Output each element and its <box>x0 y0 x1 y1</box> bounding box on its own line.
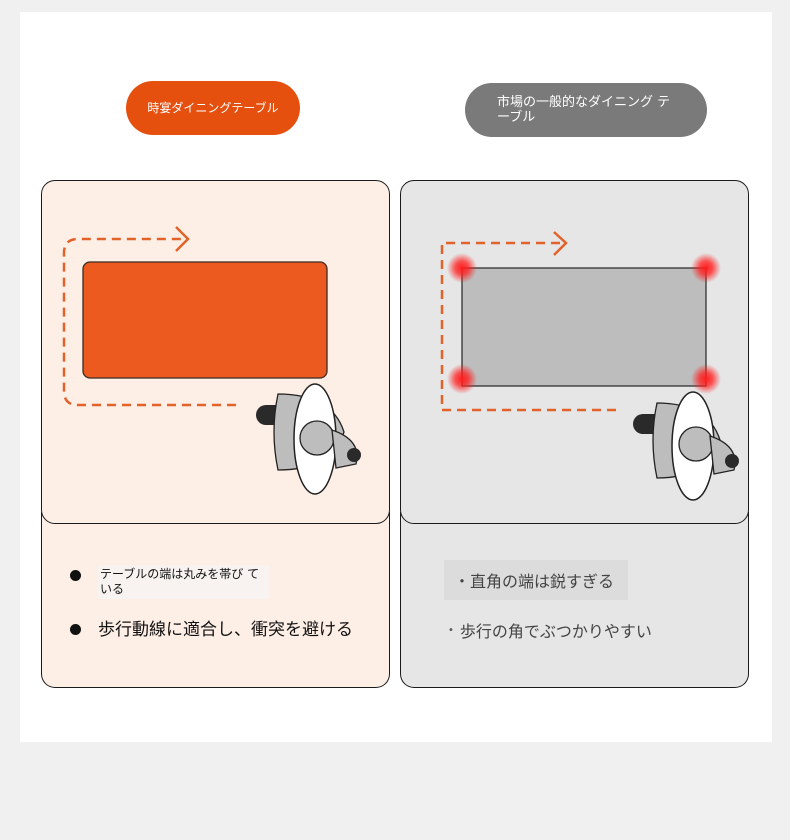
left-point-walk-path: 歩行動線に適合し、衝突を避ける <box>70 619 353 641</box>
right-person-figure <box>633 391 739 501</box>
right-walk-path <box>440 231 616 412</box>
right-card-bottom <box>400 512 749 688</box>
right-point-collision-text: 歩行の角でぶつかりやすい <box>459 622 652 641</box>
right-point-collision-marker: • <box>448 624 454 636</box>
corner-warning-bottom-left <box>447 364 477 394</box>
market-table-label: 市場の一般的なダイニング テーブル <box>465 83 707 137</box>
corner-warning-bottom-right <box>691 364 721 394</box>
shiyan-table-label: 時宴ダイニングテーブル <box>126 81 300 135</box>
left-point-rounded-edge: テーブルの端は丸みを帯び ている <box>70 565 270 599</box>
right-point-sharp-edge: ・直角の端は鋭すぎる <box>444 560 629 600</box>
corner-warning-top-right <box>691 253 721 283</box>
shiyan-table-label-text: 時宴ダイニングテーブル <box>147 100 279 115</box>
comparison-panel: 時宴ダイニングテーブル 市場の一般的なダイニング テーブル <box>20 12 772 742</box>
right-point-sharp-edge-text: ・直角の端は鋭すぎる <box>454 572 615 591</box>
illustration-layer <box>62 226 739 501</box>
left-walk-path <box>62 226 236 407</box>
market-table-label-text: 市場の一般的なダイニング テーブル <box>497 95 671 125</box>
left-point-rounded-edge-text: テーブルの端は丸みを帯び ている <box>98 565 270 599</box>
bullet-dot <box>70 570 81 581</box>
corner-warning-top-left <box>447 253 477 283</box>
left-card-bottom <box>41 512 390 688</box>
left-person-figure <box>256 383 361 495</box>
sharp-corner-table <box>461 267 707 387</box>
rounded-table <box>82 261 328 379</box>
left-point-walk-path-text: 歩行動線に適合し、衝突を避ける <box>98 620 353 640</box>
right-point-collision: • 歩行の角でぶつかりやすい <box>448 618 652 642</box>
bullet-dot <box>70 624 81 635</box>
